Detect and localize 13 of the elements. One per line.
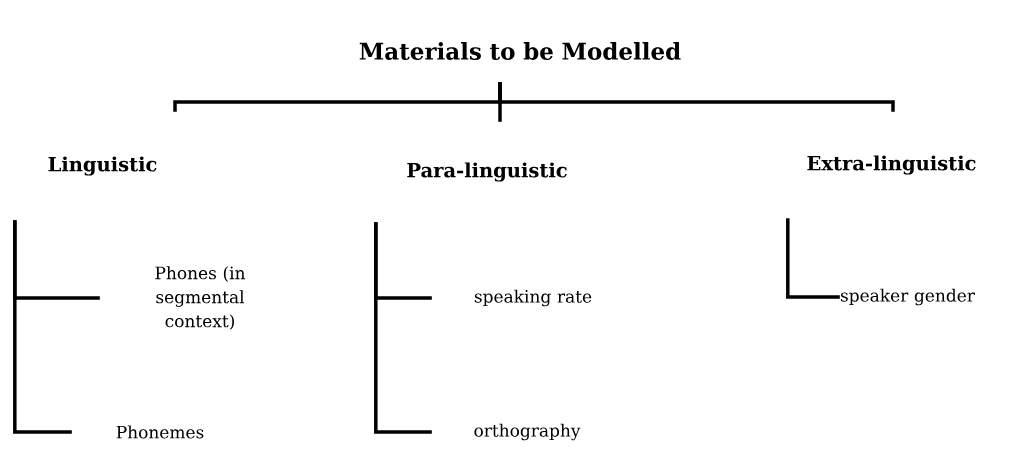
connector-line — [374, 222, 432, 434]
title-text: Materials to be Modelled — [359, 42, 681, 60]
item-label: speaking rate — [474, 289, 592, 307]
category-label: Extra-linguistic — [807, 155, 976, 175]
item-label: speaker gender — [840, 288, 975, 306]
item-label: orthography — [474, 423, 581, 441]
connector-line — [786, 218, 840, 299]
item-label: Phonemes — [116, 425, 204, 439]
category-label: Linguistic — [48, 156, 157, 176]
category-label: Para-linguistic — [407, 162, 567, 182]
item-label: Phones (in segmental context) — [155, 266, 246, 330]
connector-line — [13, 220, 72, 434]
connector-line — [498, 82, 895, 112]
